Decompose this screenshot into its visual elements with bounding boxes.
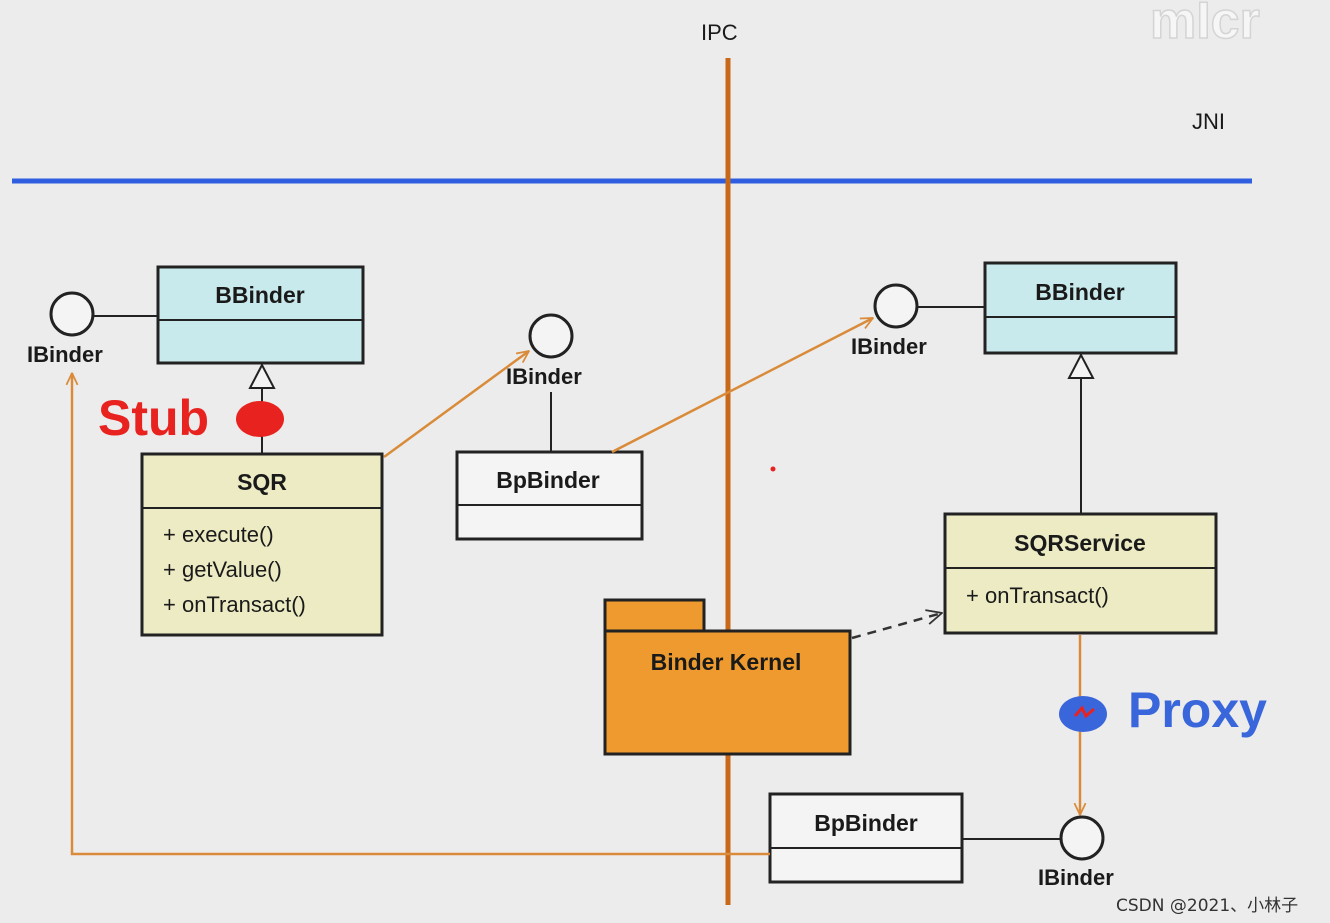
right-bbinder-class: BBinder bbox=[983, 261, 1178, 355]
arrow-sqr-to-ibinder bbox=[383, 351, 529, 459]
right-bbinder-title: BBinder bbox=[1035, 279, 1125, 305]
sqr-method-execute: + execute() bbox=[163, 522, 274, 547]
watermark-logo: mIcr bbox=[1150, 0, 1260, 50]
stub-dot bbox=[236, 401, 284, 437]
middle-bpbinder-class: BpBinder bbox=[455, 450, 644, 541]
stub-label: Stub bbox=[98, 390, 209, 446]
sqr-class: SQR + execute() + getValue() + onTransac… bbox=[140, 452, 384, 637]
sqr-method-getvalue: + getValue() bbox=[163, 557, 282, 582]
right-ibinder-circle bbox=[873, 283, 919, 329]
sqrservice-title: SQRService bbox=[1014, 530, 1146, 556]
left-bbinder-class: BBinder bbox=[156, 265, 365, 365]
right-inheritance-triangle bbox=[1067, 352, 1095, 379]
binder-kernel-package: Binder Kernel bbox=[603, 598, 852, 756]
kernel-dependency-arrow bbox=[851, 613, 942, 640]
stray-dot bbox=[770, 466, 776, 472]
bottom-bpbinder-title: BpBinder bbox=[814, 810, 918, 836]
left-bbinder-title: BBinder bbox=[215, 282, 305, 308]
left-ibinder-label: IBinder bbox=[27, 342, 103, 367]
left-ibinder-circle bbox=[49, 291, 95, 337]
sqr-method-ontransact: + onTransact() bbox=[163, 592, 306, 617]
footer-watermark: CSDN @2021、小林子 bbox=[1116, 896, 1298, 916]
middle-ibinder-circle bbox=[528, 313, 574, 359]
binder-kernel-label: Binder Kernel bbox=[651, 649, 802, 675]
proxy-dot-mark bbox=[1073, 705, 1095, 719]
bottom-ibinder-label: IBinder bbox=[1038, 865, 1114, 890]
arrow-bpbinder-to-right-ibinder bbox=[611, 316, 873, 454]
sqrservice-class: SQRService + onTransact() bbox=[943, 512, 1218, 635]
left-inheritance-triangle bbox=[248, 362, 276, 389]
middle-bpbinder-title: BpBinder bbox=[496, 467, 600, 493]
proxy-dot bbox=[1059, 696, 1107, 732]
sqrservice-method-ontransact: + onTransact() bbox=[966, 583, 1109, 608]
middle-ibinder-label: IBinder bbox=[506, 364, 582, 389]
bottom-bpbinder-class: BpBinder bbox=[768, 792, 964, 884]
arrow-bpbinder-to-left-ibinder bbox=[72, 373, 770, 856]
right-ibinder-label: IBinder bbox=[851, 334, 927, 359]
bottom-ibinder-circle bbox=[1059, 815, 1105, 861]
sqr-title: SQR bbox=[237, 469, 287, 495]
proxy-label: Proxy bbox=[1128, 682, 1267, 738]
ipc-label: IPC bbox=[701, 20, 738, 45]
jni-label: JNI bbox=[1192, 109, 1225, 134]
